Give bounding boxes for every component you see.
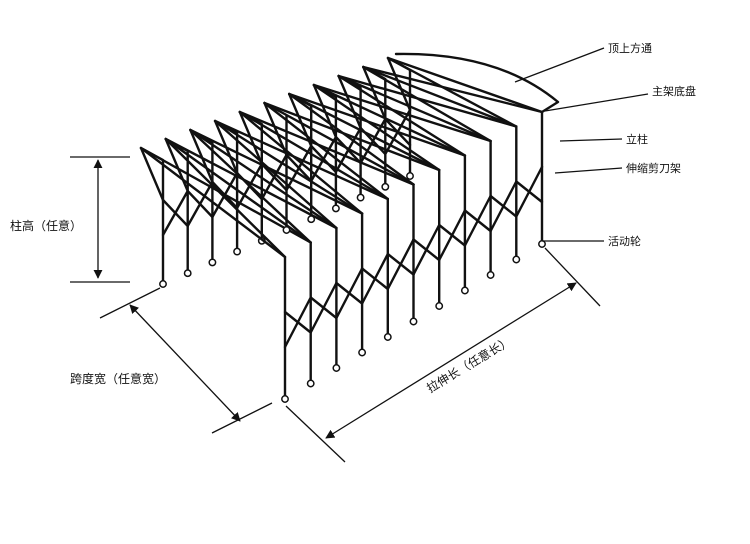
scissor-member [335,267,364,320]
scissor-member [412,223,441,276]
dim-tick-back [544,247,601,307]
leader-post [559,138,623,142]
dim-tick-front [285,405,346,463]
scissor-member [211,171,239,219]
scissor-member [360,252,389,305]
roof-scissor-member [288,92,467,157]
label-scissor-frame: 伸缩剪刀架 [626,161,681,175]
caster-wheel [233,247,242,256]
caster-wheel [383,333,392,341]
scissor-member [161,189,189,237]
frame-brace [288,92,313,148]
caster-wheel [356,193,365,202]
leader-scissor-frame [554,167,623,174]
scissor-member [386,238,415,291]
label-top-beam: 顶上方通 [608,41,652,55]
span-width-dimension [99,287,273,434]
caster-wheel [282,226,291,234]
leader-top-beam [514,47,605,83]
extension-length-dimension [285,247,601,463]
label-caster: 活动轮 [608,234,641,248]
frame-brace [164,137,189,193]
label-main-frame-base: 主架底盘 [652,84,696,98]
caster-wheel [208,258,217,267]
roof-scissor-member [263,101,389,201]
scissor-member [438,209,467,262]
scissor-member [309,281,338,334]
caster-wheel [406,172,414,180]
caster-wheel [486,271,495,279]
scissor-member [463,194,492,247]
dim-arrow [325,282,577,439]
top-arc-cover [394,52,560,114]
caster-wheel [409,317,418,326]
caster-wheel [306,379,315,388]
scissor-member [515,165,544,218]
roof-scissor-member [337,74,518,128]
caster-wheel [307,215,316,224]
caster-wheel [512,255,521,264]
label-post: 立柱 [626,132,648,146]
frame-brace [189,128,214,184]
roof-scissor-member [362,65,544,114]
caster-wheel [358,348,367,357]
caster-wheel [183,269,192,278]
roof-scissor-member [213,119,389,201]
frame-brace [263,101,288,157]
roof-scissor-member [288,92,415,186]
caster-wheel [159,280,167,288]
caster-wheel [460,286,469,295]
caster-wheel [381,182,390,191]
leader-main-frame-base [544,93,649,112]
label-extension-length: 拉伸长（任意长） [424,333,514,395]
scissor-member [310,135,338,183]
post-height-dimension [70,156,130,283]
canopy-structure [139,52,560,403]
callout-leaders [514,47,649,242]
scissor-member [285,144,313,192]
caster-wheel [332,364,341,372]
scissor-member [186,180,214,228]
scissor-member [489,180,518,233]
caster-wheel [331,204,340,213]
roof-scissor-member [164,137,287,259]
scissor-member [359,117,387,165]
frame-brace [139,146,165,202]
dim-tick-right [211,402,273,434]
frame-brace [238,110,263,166]
dim-tick-left [99,287,161,319]
dim-arrow [129,304,241,422]
caster-wheel [435,302,444,310]
label-span-width: 跨度宽（任意宽） [70,371,166,386]
frame-brace [213,119,239,175]
scissor-member [283,296,312,349]
roof-scissor-member [312,83,492,143]
frame-brace [386,56,412,112]
scissor-member [235,162,263,210]
caster-wheel [281,395,289,403]
frame-brace [362,65,387,121]
caster-wheel [538,240,546,248]
scissor-member [384,108,412,156]
label-post-height: 柱高（任意） [10,218,82,233]
